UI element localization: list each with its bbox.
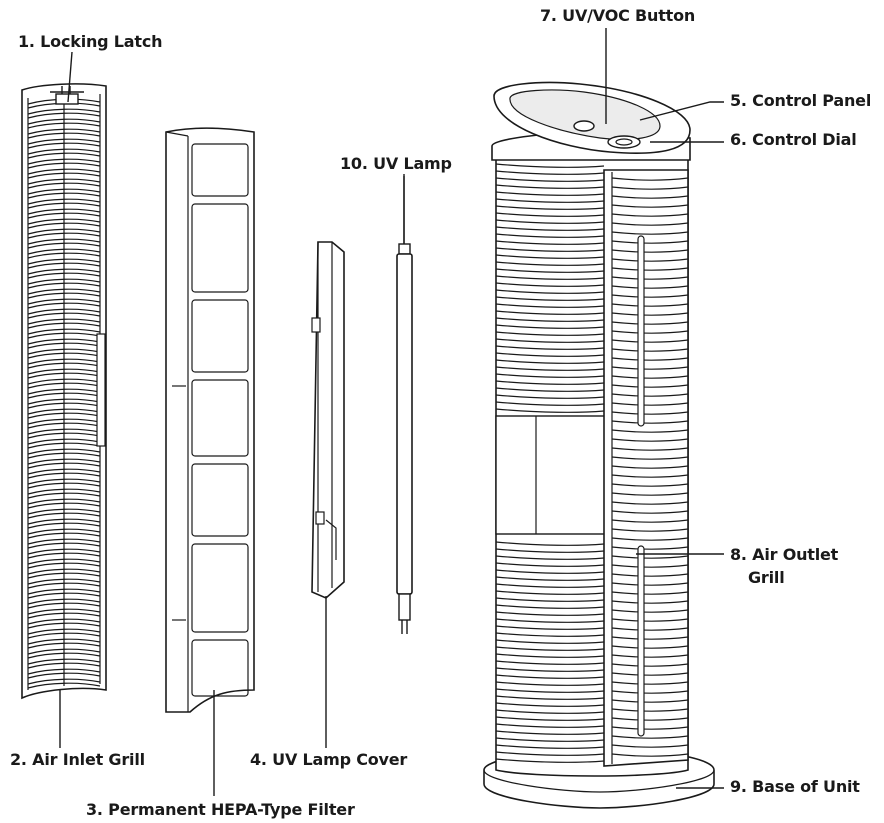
label-air-outlet-grill: 8. Air Outlet [730, 545, 839, 564]
outlet-grill-slats [611, 177, 689, 757]
air-outlet-grill-shape [603, 169, 689, 767]
label-air-outlet-grill-line2: Grill [748, 568, 785, 587]
label-hepa-filter: 3. Permanent HEPA-Type Filter [86, 800, 355, 819]
label-base-of-unit: 9. Base of Unit [730, 777, 860, 796]
hepa-filter-pleats [191, 143, 249, 697]
hepa-filter [165, 127, 255, 713]
label-uv-voc-button: 7. UV/VOC Button [540, 6, 696, 25]
label-control-panel: 5. Control Panel [730, 91, 872, 110]
air-purifier-unit [483, 81, 715, 809]
body-grill-slats [495, 163, 605, 763]
inlet-grill-slats [27, 98, 101, 689]
air-inlet-grill [21, 83, 107, 700]
leader-lines [59, 28, 724, 796]
label-air-inlet-grill: 2. Air Inlet Grill [10, 750, 145, 769]
uv-lamp-cover [311, 241, 345, 599]
control-panel-shape [493, 81, 691, 154]
label-locking-latch: 1. Locking Latch [18, 32, 163, 51]
label-control-dial: 6. Control Dial [730, 130, 857, 149]
label-uv-lamp-cover: 4. UV Lamp Cover [250, 750, 408, 769]
label-uv-lamp: 10. UV Lamp [340, 154, 452, 173]
